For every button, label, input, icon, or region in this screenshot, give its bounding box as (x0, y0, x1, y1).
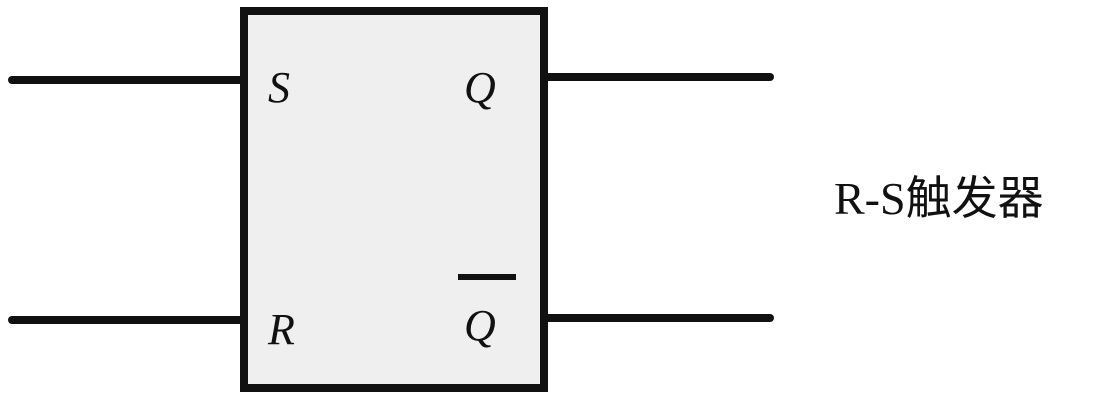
r-pin-label: R (267, 305, 295, 354)
q-bar-pin-label: Q (464, 301, 496, 350)
q-pin-label: Q (464, 63, 496, 112)
flipflop-block (240, 7, 548, 392)
diagram-caption: R-S触发器 (834, 173, 1044, 224)
s-pin-label: S (268, 63, 290, 112)
